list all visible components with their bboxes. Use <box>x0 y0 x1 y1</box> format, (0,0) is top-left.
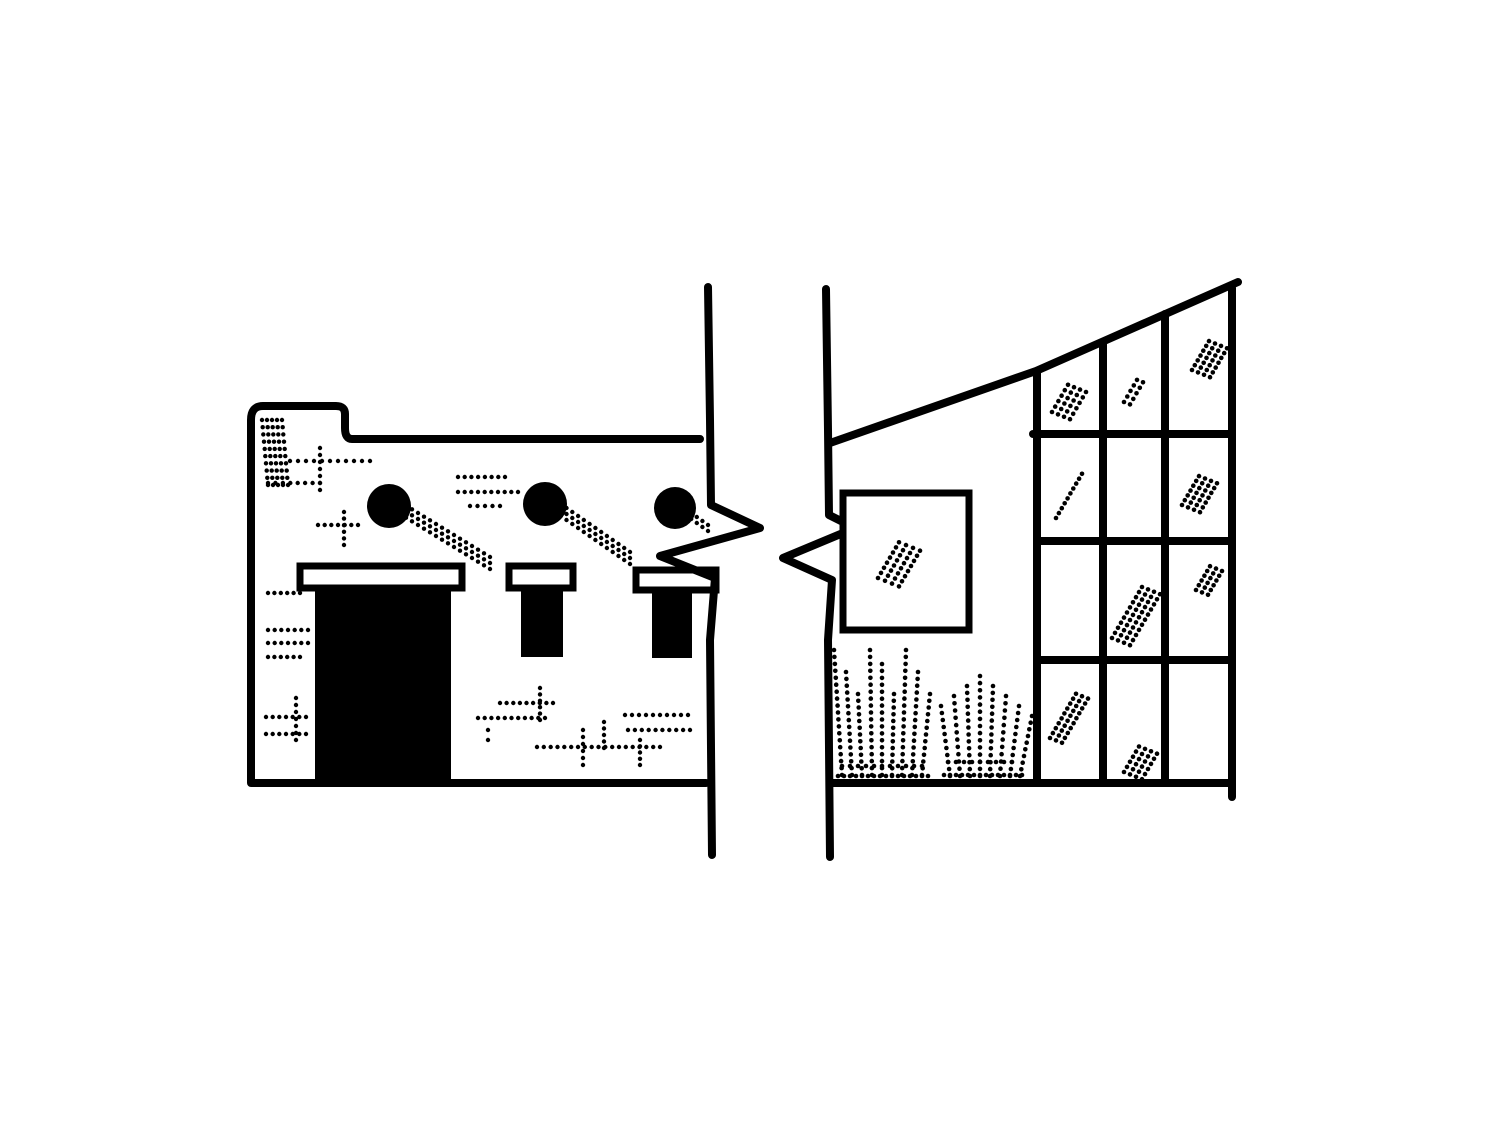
modern-square-window <box>839 489 973 634</box>
viga-1 <box>367 484 411 528</box>
jagged-break-divider <box>656 283 859 861</box>
window-1-lintel <box>505 562 577 592</box>
viga-2 <box>523 482 567 526</box>
adobe-wall-outline <box>247 402 710 787</box>
break-line-left <box>656 283 764 859</box>
curtain-wall-grid <box>1029 310 1233 787</box>
glass-reflection-stipple <box>875 338 1230 782</box>
viga-3 <box>654 487 696 529</box>
modern-building <box>826 278 1242 801</box>
door <box>315 590 451 784</box>
adobe-texture-stipple <box>259 417 711 768</box>
window-2 <box>652 592 692 658</box>
window-1 <box>521 590 563 657</box>
desert-plants <box>831 647 1035 779</box>
door-lintel <box>296 562 466 592</box>
adobe-building <box>247 402 720 787</box>
